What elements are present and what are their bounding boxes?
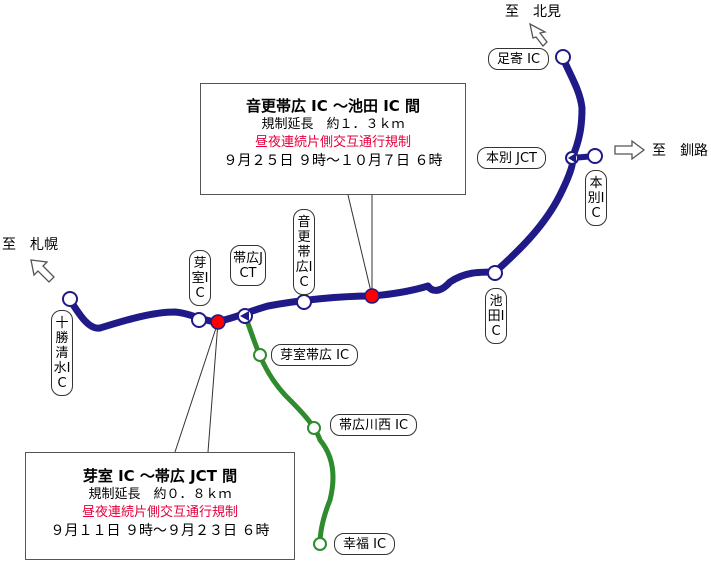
node-kofuku [313,537,327,551]
closure-length: 規制延長 約０．８ｋｍ [88,487,232,502]
leader-line-memuro-obihiro-2 [207,321,219,453]
destination-sapporo: 至 札幌 [2,237,58,253]
label-obihiro-jct: 帯広JCT [230,245,266,286]
closure-section-title: 音更帯広 IC ～池田 IC 間 [245,97,421,115]
label-obihiro-kawanishi-ic: 帯広川西 IC [330,414,418,436]
closure-point-otofuke-ikeda [364,288,380,304]
node-ashoro [555,49,571,65]
leader-line-otofuke-ikeda-1 [347,194,373,297]
label-otofuke-obihiro-ic: 音更帯広IC [293,209,315,295]
node-ikeda [487,265,503,281]
node-memuro-obihiro [253,348,267,362]
node-obihiro-kawanishi [307,421,321,435]
node-tokachi-shimizu [62,291,78,307]
arrow-kushiro-icon [614,139,646,161]
destination-kushiro: 至 釧路 [652,143,708,159]
branch-expressway-line [243,315,336,547]
closure-period: ９月１１日 ９時～９月２３日 ６時 [50,523,270,539]
label-memuro-obihiro-ic: 芽室帯広 IC [271,344,359,366]
junction-honbetsu-jct-icon [565,151,579,165]
leader-line-memuro-obihiro-1 [174,321,219,453]
node-otofuke-obihiro [296,294,312,310]
closure-point-memuro-obihiro [210,314,226,330]
closure-info-otofuke-ikeda: 音更帯広 IC ～池田 IC 間 規制延長 約１．３ｋｍ 昼夜連続片側交互通行規… [200,83,466,195]
closure-info-memuro-obihiro: 芽室 IC ～帯広 JCT 間 規制延長 約０．８ｋｍ 昼夜連続片側交互通行規制… [25,452,295,560]
label-kofuku-ic: 幸福 IC [334,533,396,555]
label-ashoro-ic: 足寄 IC [488,48,550,70]
label-tokachi-shimizu-ic: 十勝清水IC [51,310,73,396]
node-memuro [191,312,207,328]
label-ikeda-ic: 池田IC [485,288,507,344]
label-honbetsu-ic: 本別IC [585,170,607,226]
closure-regulation: 昼夜連続片側交互通行規制 [81,505,238,520]
label-honbetsu-jct: 本別 JCT [477,147,546,169]
node-honbetsu-ic [587,148,603,164]
closure-section-title: 芽室 IC ～帯広 JCT 間 [82,467,238,485]
closure-period: ９月２５日 ９時～１０月７日 ６時 [223,153,443,169]
label-memuro-ic: 芽室IC [189,250,211,306]
arrow-sapporo-icon [30,259,55,283]
arrow-kitami-icon [529,22,548,47]
junction-obihiro-jct-icon [237,308,253,324]
destination-kitami: 至 北見 [505,4,561,20]
closure-length: 規制延長 約１．３ｋｍ [261,117,405,132]
closure-regulation: 昼夜連続片側交互通行規制 [254,135,411,150]
